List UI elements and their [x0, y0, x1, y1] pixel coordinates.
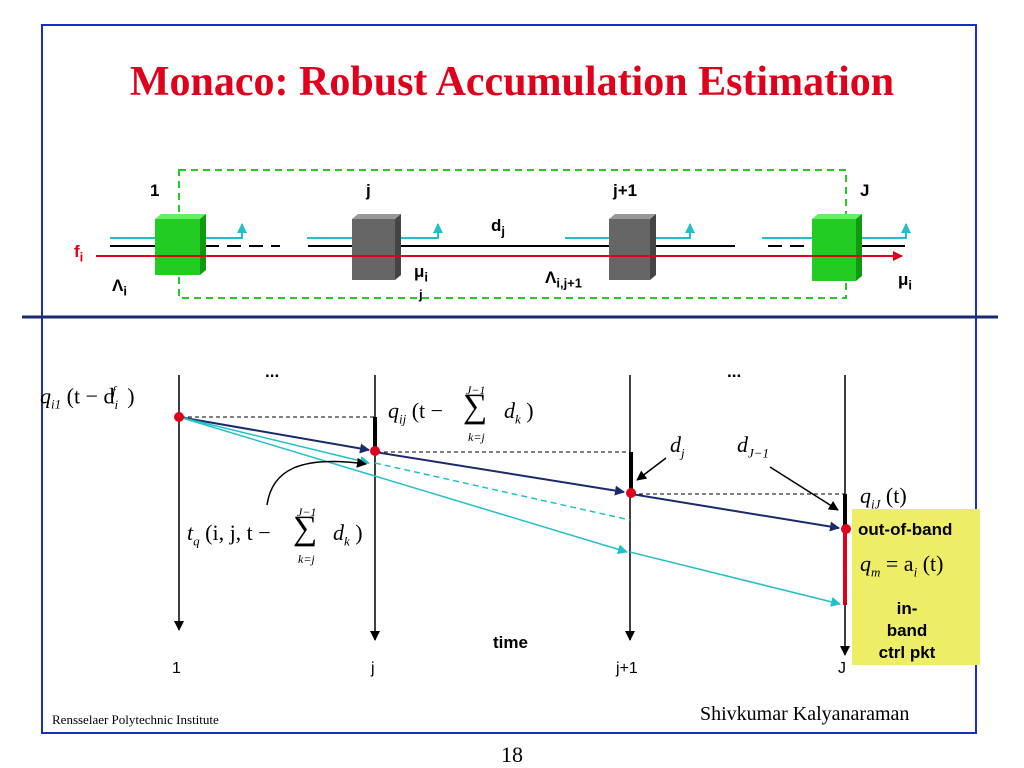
- out-of-band-label: out-of-band: [858, 520, 953, 539]
- edge-router: [812, 214, 862, 281]
- sum-symbol: ∑: [463, 388, 488, 425]
- sum-symbol: ∑: [293, 510, 318, 547]
- callout-arrow: [266, 457, 367, 506]
- formula-q-iJ: qiJ (t): [860, 483, 907, 512]
- formula-d-j: dj: [670, 432, 685, 461]
- formula-t-q-d: dk ): [333, 520, 363, 549]
- axis-label-j1: j+1: [616, 660, 638, 677]
- edge-router: [155, 214, 206, 275]
- time-label: time: [493, 633, 528, 652]
- sum-bottom: k=j: [298, 552, 315, 566]
- callout-arrow: [769, 466, 839, 511]
- core-router: [352, 214, 401, 280]
- lambda-mid-label: Λi,j+1: [545, 268, 583, 291]
- node-label-j: j: [366, 181, 371, 200]
- core-router: [609, 214, 656, 280]
- in-band-arrow-dashed: [374, 462, 631, 521]
- axis-label-1: 1: [172, 660, 181, 677]
- out-of-band-arrow: [374, 451, 625, 496]
- slide-frame: [41, 24, 977, 734]
- event-dot: [626, 488, 636, 498]
- note-box: [852, 509, 980, 665]
- formula-q-m: qm = ai (t): [860, 551, 944, 580]
- mu-mid-label: μi: [414, 262, 429, 285]
- cyan-output-arrow: [400, 223, 443, 239]
- event-dot: [370, 446, 380, 456]
- in-band-label: in- band ctrl pkt: [878, 599, 936, 662]
- flow-label: fi: [74, 242, 84, 265]
- sum-top: J−1: [466, 383, 486, 397]
- node-label-j1: j+1: [613, 181, 638, 200]
- formula-d-J1: dJ−1: [737, 432, 770, 461]
- in-band-arrow: [629, 551, 841, 607]
- author-name: Shivkumar Kalyanaraman: [700, 703, 910, 725]
- node-label-1: 1: [150, 181, 160, 200]
- axis-label-J: J: [838, 660, 846, 677]
- lambda-in-label: Λi: [112, 276, 127, 299]
- mu-mid-sub-label: j: [419, 287, 423, 302]
- network-boundary: [178, 169, 847, 299]
- formula-t-q: tq (i, j, t −: [187, 520, 271, 549]
- sum-bottom: k=j: [468, 430, 485, 444]
- page-number: 18: [501, 742, 523, 767]
- institution-credit: Rensselaer Polytechnic Institute: [52, 712, 219, 727]
- out-of-band-arrow: [178, 416, 370, 454]
- node-label-J: J: [860, 181, 870, 200]
- slide-title: Monaco: Robust Accumulation Estimation: [129, 59, 895, 105]
- formula-q-ij-d: dk ): [504, 398, 534, 427]
- formula-q-i1: qi1 (t − dif ): [40, 383, 135, 412]
- in-band-arrow: [178, 416, 628, 555]
- cyan-output-arrow: [862, 223, 911, 239]
- callout-arrow: [636, 457, 667, 481]
- cyan-output-arrow: [655, 223, 695, 239]
- event-dot: [174, 412, 184, 422]
- cyan-output-arrow: [206, 223, 247, 239]
- sum-top: J−1: [297, 505, 317, 519]
- mu-out-label: μi: [898, 270, 913, 293]
- out-of-band-arrow: [630, 493, 840, 532]
- in-band-arrow: [178, 416, 370, 466]
- formula-q-ij: qij (t −: [388, 398, 444, 427]
- ellipsis-right: ...: [727, 362, 742, 381]
- event-dot: [841, 524, 851, 534]
- delay-label: dj: [491, 216, 506, 239]
- ellipsis-left: ...: [265, 362, 280, 381]
- axis-label-j: j: [371, 660, 375, 677]
